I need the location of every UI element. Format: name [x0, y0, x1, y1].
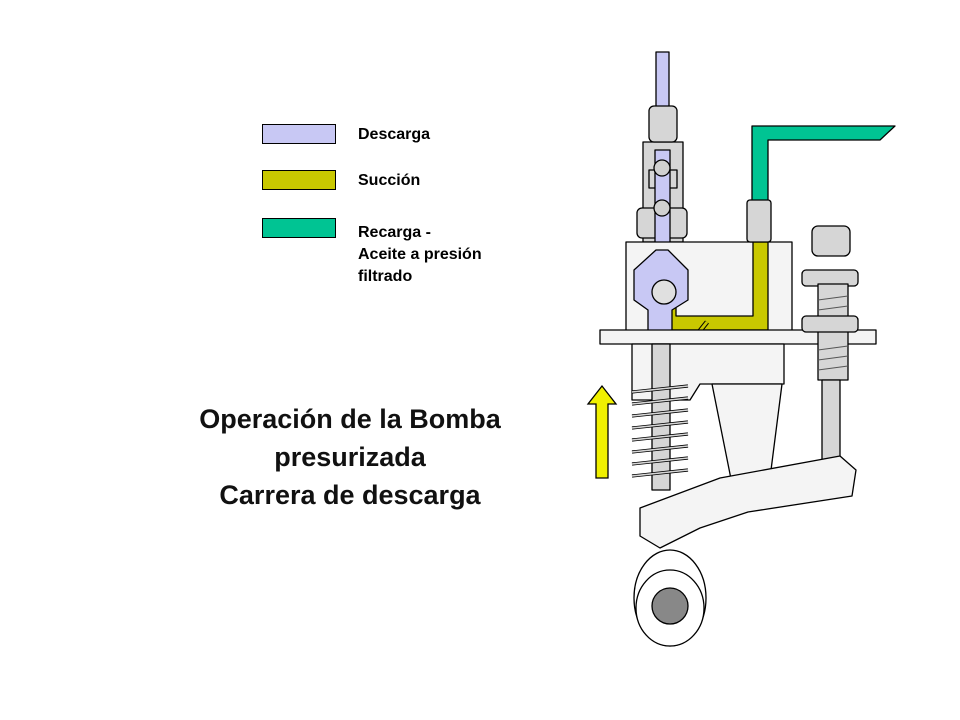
title-line-2: presurizada — [274, 442, 426, 472]
legend-swatch-recharge — [262, 218, 336, 238]
legend-label-recharge-line2: Aceite a presión — [358, 246, 482, 263]
check-ball-lower — [653, 199, 671, 217]
plunger — [651, 343, 671, 491]
adjust-nut-lower — [801, 315, 859, 333]
legend-label-recharge-line1: Recarga - — [358, 224, 431, 241]
legend-swatch-discharge — [262, 124, 336, 144]
stroke-direction-arrow-icon — [586, 384, 618, 479]
upper-nut — [648, 105, 678, 143]
legend-label-recharge-line3: filtrado — [358, 268, 413, 285]
legend-label-discharge: Descarga — [358, 126, 431, 143]
legend-swatch-suction — [262, 170, 336, 190]
title-line-1: Operación de la Bomba — [199, 404, 501, 434]
legend-label-suction: Succión — [358, 172, 421, 189]
adjust-screw-rod — [821, 379, 841, 461]
title-line-3: Carrera de descarga — [219, 480, 481, 510]
suction-fitting — [746, 199, 772, 243]
rocker-arm — [639, 455, 857, 549]
plunger-ball — [651, 279, 677, 305]
cam-roller-hub — [651, 587, 689, 625]
diagram-title: Operación de la Bomba presurizada Carrer… — [150, 400, 550, 514]
adjust-screw-head — [811, 225, 851, 257]
check-ball-upper — [653, 159, 671, 177]
recharge-line — [751, 125, 896, 204]
